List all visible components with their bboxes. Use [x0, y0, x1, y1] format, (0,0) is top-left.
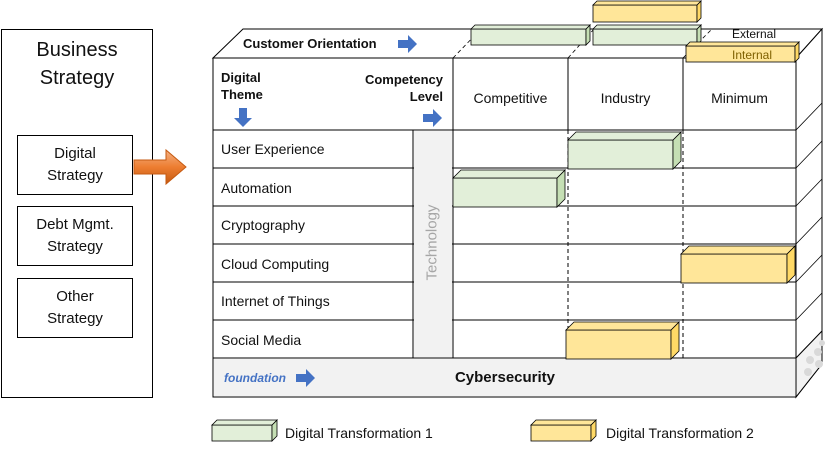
dt2-bar-cloud-computing: [680, 245, 796, 284]
dt1-bar-user-experience: [567, 131, 682, 170]
other-strategy-box: Other Strategy: [17, 278, 133, 338]
dt2-bar-top-industry: [592, 0, 702, 23]
dt1-bar-top-competitive: [470, 24, 591, 46]
dt1-bar-automation: [452, 169, 566, 208]
customer-orientation-label: Customer Orientation: [243, 36, 377, 51]
debt-mgmt-strategy-box: Debt Mgmt. Strategy: [17, 206, 133, 266]
dt2-bar-social-media: [565, 321, 680, 360]
row-social-media: Social Media: [221, 332, 302, 348]
row-cryptography: Cryptography: [221, 217, 306, 233]
legend-dt1-icon: [211, 419, 278, 442]
customer-orientation-arrow-icon: [398, 35, 417, 53]
column-competitive: Competitive: [473, 90, 548, 106]
matrix-front-face: [212, 57, 797, 398]
digital-strategy-label: Digital Strategy: [47, 145, 103, 184]
other-strategy-label: Other Strategy: [47, 288, 103, 327]
internal-label: Internal: [732, 48, 773, 62]
digital-strategy-box: Digital Strategy: [17, 135, 133, 195]
foundation-label: foundation: [224, 371, 286, 385]
dt1-bar-top-industry: [592, 24, 702, 46]
competency-level-arrow-icon: [423, 109, 442, 127]
foundation-arrow-icon: [296, 369, 315, 387]
digital-theme-arrow-icon: [234, 108, 252, 127]
business-strategy-title: Business Strategy: [36, 39, 118, 89]
cybersecurity-label: Cybersecurity: [454, 369, 556, 386]
competency-level-label: Competency Level: [364, 72, 443, 104]
row-user-experience: User Experience: [221, 141, 325, 157]
dt2-bar-top-minimum: [685, 41, 800, 63]
row-internet-of-things: Internet of Things: [221, 293, 330, 309]
legend-dt2-label: Digital Transformation 2: [606, 425, 754, 441]
technology-column: [414, 131, 452, 357]
digital-theme-label: Digital Theme: [221, 70, 263, 102]
legend-dt1-label: Digital Transformation 1: [285, 425, 433, 441]
debt-mgmt-strategy-label: Debt Mgmt. Strategy: [36, 216, 114, 255]
row-cloud-computing: Cloud Computing: [221, 256, 330, 272]
row-automation: Automation: [221, 180, 292, 196]
technology-label: Technology: [423, 204, 441, 281]
column-industry: Industry: [600, 90, 651, 106]
column-minimum: Minimum: [711, 90, 768, 106]
legend-dt2-icon: [530, 419, 597, 442]
external-label: External: [732, 27, 777, 41]
strategy-arrow-icon: [133, 148, 187, 186]
